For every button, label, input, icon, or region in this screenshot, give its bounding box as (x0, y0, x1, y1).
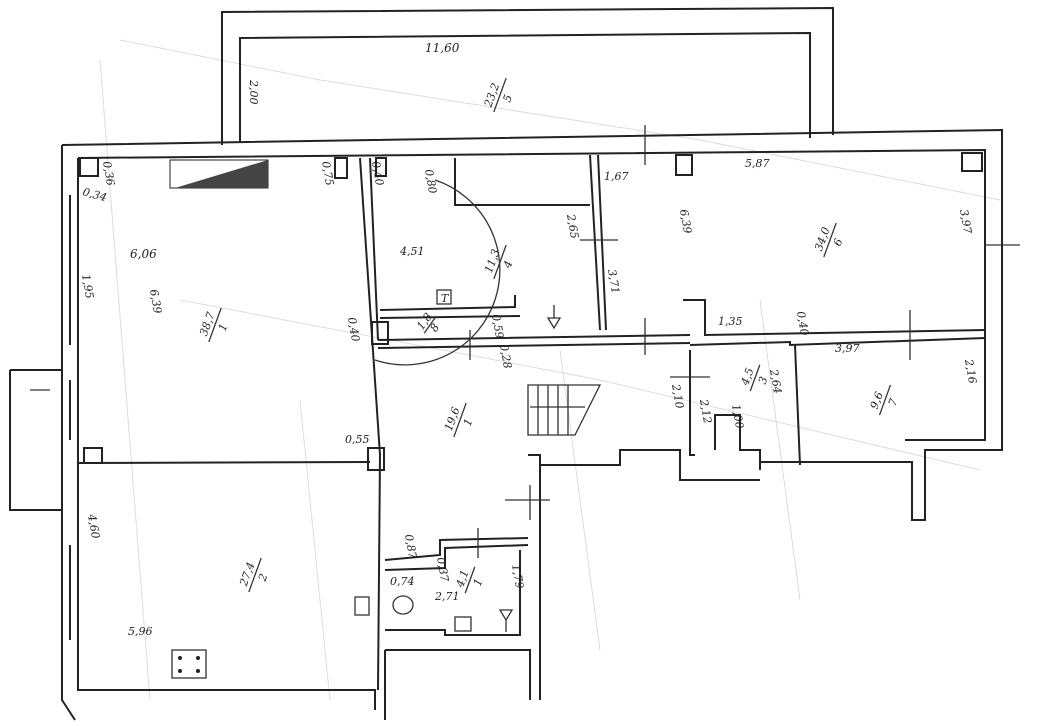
interior-walls (77, 152, 986, 691)
bath-d5: 1,79 (509, 563, 526, 589)
room1-pier1: 0,36 (100, 160, 117, 186)
radiator-icon (354, 596, 370, 616)
sink-icon (546, 305, 562, 330)
radiator-label: T (441, 292, 450, 305)
room2-index: 2 (256, 572, 271, 584)
bath-d2: 0,37 (434, 556, 451, 582)
bath-d3: 0,74 (390, 575, 415, 588)
staircase (527, 384, 602, 436)
room3-opening1: 0,40 (369, 160, 386, 186)
room3b-d1: 2,10 (669, 382, 686, 409)
closet-pier: 0,28 (497, 343, 514, 369)
room7-depth: 2,16 (962, 357, 979, 384)
room1-pier2: 0,34 (81, 185, 108, 204)
balcony-index: 5 (501, 93, 516, 104)
room3-opening2: 0,80 (422, 168, 439, 194)
bath-d4: 2,71 (434, 590, 460, 603)
room3-side: 2,65 (564, 212, 581, 239)
room6-side2: 3,71 (605, 268, 622, 294)
hall-area: 19,6 (442, 405, 463, 432)
room1-depth: 6,39 (147, 288, 164, 314)
bath-index: 1 (471, 577, 486, 588)
dimension-labels: 11,60 2,00 23,2 5 6,06 6,39 1,95 0,36 0,… (79, 41, 979, 638)
stove-icon (171, 649, 207, 679)
section-marks (30, 125, 1020, 558)
radiator-icon (436, 289, 452, 305)
outer-walls (9, 128, 1003, 721)
room2-pier: 0,55 (345, 433, 370, 446)
hall-partition: 1,35 (718, 315, 743, 328)
room1-wall: 0,75 (319, 160, 336, 186)
fixtures (169, 159, 562, 679)
room3b-area: 4,5 (738, 366, 757, 388)
hall-index: 1 (461, 417, 476, 428)
balcony (221, 6, 834, 145)
room3b-d3: 1,00 (729, 403, 746, 429)
room2-depth: 4,60 (85, 512, 102, 539)
room1-width: 6,06 (130, 247, 157, 261)
radiator-icon (454, 616, 472, 632)
background-traces (99, 39, 1001, 701)
room6-width: 5,87 (745, 157, 770, 170)
room3-width: 4,51 (399, 245, 425, 258)
room6-depth: 6,39 (677, 208, 694, 234)
room6-side: 3,97 (957, 208, 974, 234)
sink-icon (498, 609, 514, 632)
room1-area: 38,7 (197, 310, 218, 337)
room3b-d2: 2,12 (697, 397, 714, 424)
hall-pier: 0,40 (794, 310, 811, 336)
room1-side: 1,95 (79, 273, 96, 299)
room6-corner: 1,67 (604, 170, 629, 183)
room2-width: 5,96 (128, 625, 153, 638)
bath-area: 4,1 (453, 568, 472, 590)
room3-pier: 0,40 (345, 316, 362, 342)
balcony-width: 2,00 (247, 79, 260, 105)
balcony-length: 11,60 (425, 41, 460, 55)
room7-index: 7 (886, 397, 901, 408)
closet-width: 0,59 (489, 313, 506, 339)
room7-width: 3,97 (835, 342, 860, 355)
room3b-d4: 2,64 (767, 367, 784, 394)
bath-d1: 0,87 (402, 533, 419, 559)
closet-index: 8 (427, 321, 442, 334)
room6-index: 6 (831, 237, 846, 248)
room6-area: 34,0 (812, 225, 833, 252)
room3-index: 4 (501, 259, 516, 271)
toilet-icon (392, 595, 414, 615)
room7-area: 9,6 (868, 390, 886, 411)
room3b-index: 3 (756, 375, 771, 386)
room1-index: 1 (216, 322, 231, 333)
